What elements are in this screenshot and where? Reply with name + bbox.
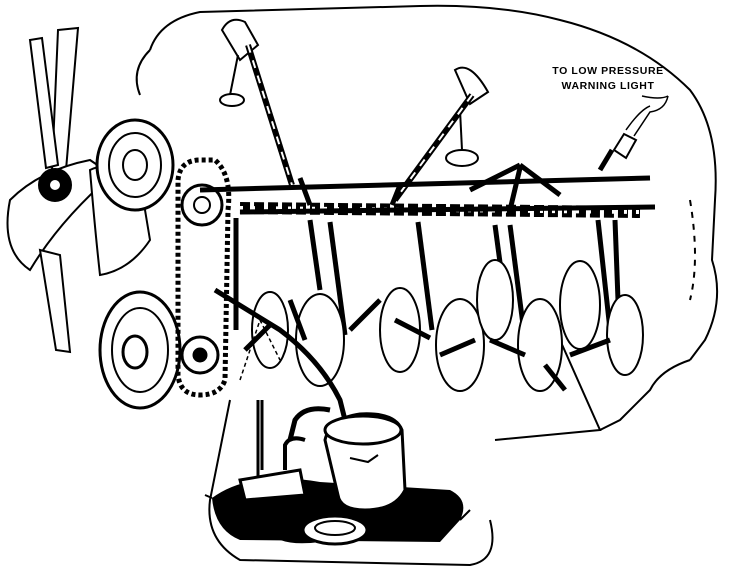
callout-line-2: WARNING LIGHT <box>561 80 655 92</box>
callout-leader-line <box>633 95 669 137</box>
valve-rocker-assemblies <box>219 18 490 167</box>
crankshaft <box>239 259 644 392</box>
timing-chain <box>175 157 232 398</box>
oil-galleries <box>199 148 656 215</box>
upper-pulley <box>95 118 175 212</box>
crank-oil-passages <box>243 298 611 392</box>
engine-block-outline <box>135 4 719 567</box>
pressure-sender <box>612 95 669 160</box>
warning-light-callout: TO LOW PRESSURE WARNING LIGHT <box>528 64 688 94</box>
pushrods <box>245 44 475 202</box>
oil-filter <box>323 412 407 512</box>
callout-line-1: TO LOW PRESSURE <box>552 65 664 77</box>
oil-pump-and-lines <box>213 287 369 546</box>
crankshaft-pulley <box>98 290 182 410</box>
